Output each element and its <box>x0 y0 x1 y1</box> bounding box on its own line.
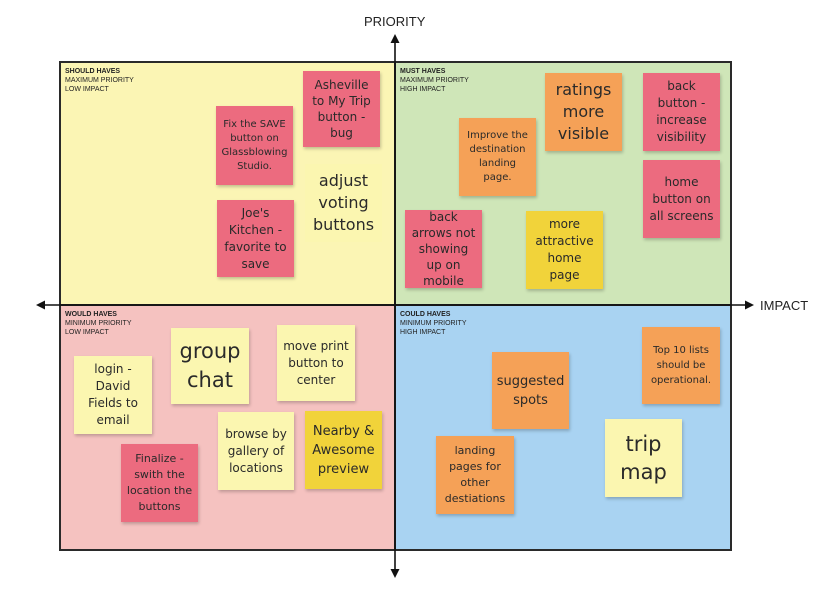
sticky-note-nearby-awesome[interactable]: Nearby & Awesome preview <box>305 411 382 489</box>
sticky-note-move-print[interactable]: move print button to center <box>277 325 355 401</box>
arrow-down-icon <box>390 569 400 578</box>
quadrant-title: SHOULD HAVES <box>65 68 121 75</box>
quadrant-title: MUST HAVES <box>400 68 446 75</box>
arrow-left-icon <box>36 300 45 310</box>
quadrant-priority: MINIMUM PRIORITY <box>400 320 467 327</box>
impact-axis-label: IMPACT <box>760 298 809 313</box>
quadrant-priority: MAXIMUM PRIORITY <box>65 77 134 84</box>
quadrant-impact: HIGH IMPACT <box>400 329 446 336</box>
quadrant-priority: MINIMUM PRIORITY <box>65 320 132 327</box>
quadrant-label: MUST HAVES MAXIMUM PRIORITY HIGH IMPACT <box>400 67 469 94</box>
quadrant-label: COULD HAVES MINIMUM PRIORITY HIGH IMPACT <box>400 310 467 337</box>
sticky-note-fix-save[interactable]: Fix the SAVE button on Glassblowing Stud… <box>216 106 293 185</box>
quadrant-label: SHOULD HAVES MAXIMUM PRIORITY LOW IMPACT <box>65 67 134 94</box>
arrow-right-icon <box>745 300 754 310</box>
sticky-note-back-arrows[interactable]: back arrows not showing up on mobile <box>405 210 482 288</box>
sticky-note-improve-destination[interactable]: Improve the destination landing page. <box>459 118 536 196</box>
sticky-note-back-button[interactable]: back button - increase visibility <box>643 73 720 151</box>
quadrant-impact: LOW IMPACT <box>65 329 109 336</box>
sticky-note-trip-map[interactable]: trip map <box>605 419 682 497</box>
quadrant-label: WOULD HAVES MINIMUM PRIORITY LOW IMPACT <box>65 310 132 337</box>
sticky-note-home-button[interactable]: home button on all screens <box>643 160 720 238</box>
sticky-note-attractive-home[interactable]: more attractive home page <box>526 211 603 289</box>
sticky-note-top-10-lists[interactable]: Top 10 lists should be operational. <box>642 327 720 404</box>
sticky-note-asheville[interactable]: Asheville to My Trip button - bug <box>303 71 380 147</box>
arrow-up-icon <box>390 34 400 43</box>
sticky-note-login-david[interactable]: login - David Fields to email <box>74 356 152 434</box>
quadrant-impact: HIGH IMPACT <box>400 86 446 93</box>
priority-axis-label: PRIORITY <box>364 14 426 29</box>
sticky-note-adjust-voting[interactable]: adjust voting buttons <box>305 164 382 242</box>
sticky-note-landing-pages[interactable]: landing pages for other destiations <box>436 436 514 514</box>
quadrant-impact: LOW IMPACT <box>65 86 109 93</box>
sticky-note-group-chat[interactable]: group chat <box>171 328 249 404</box>
sticky-note-suggested-spots[interactable]: suggested spots <box>492 352 569 429</box>
quadrant-title: WOULD HAVES <box>65 311 117 318</box>
sticky-note-ratings[interactable]: ratings more visible <box>545 73 622 151</box>
sticky-note-joes-kitchen[interactable]: Joe's Kitchen - favorite to save <box>217 200 294 277</box>
sticky-note-browse-gallery[interactable]: browse by gallery of locations <box>218 412 294 490</box>
quadrant-title: COULD HAVES <box>400 311 451 318</box>
sticky-note-finalize[interactable]: Finalize - swith the location the button… <box>121 444 198 522</box>
quadrant-priority: MAXIMUM PRIORITY <box>400 77 469 84</box>
